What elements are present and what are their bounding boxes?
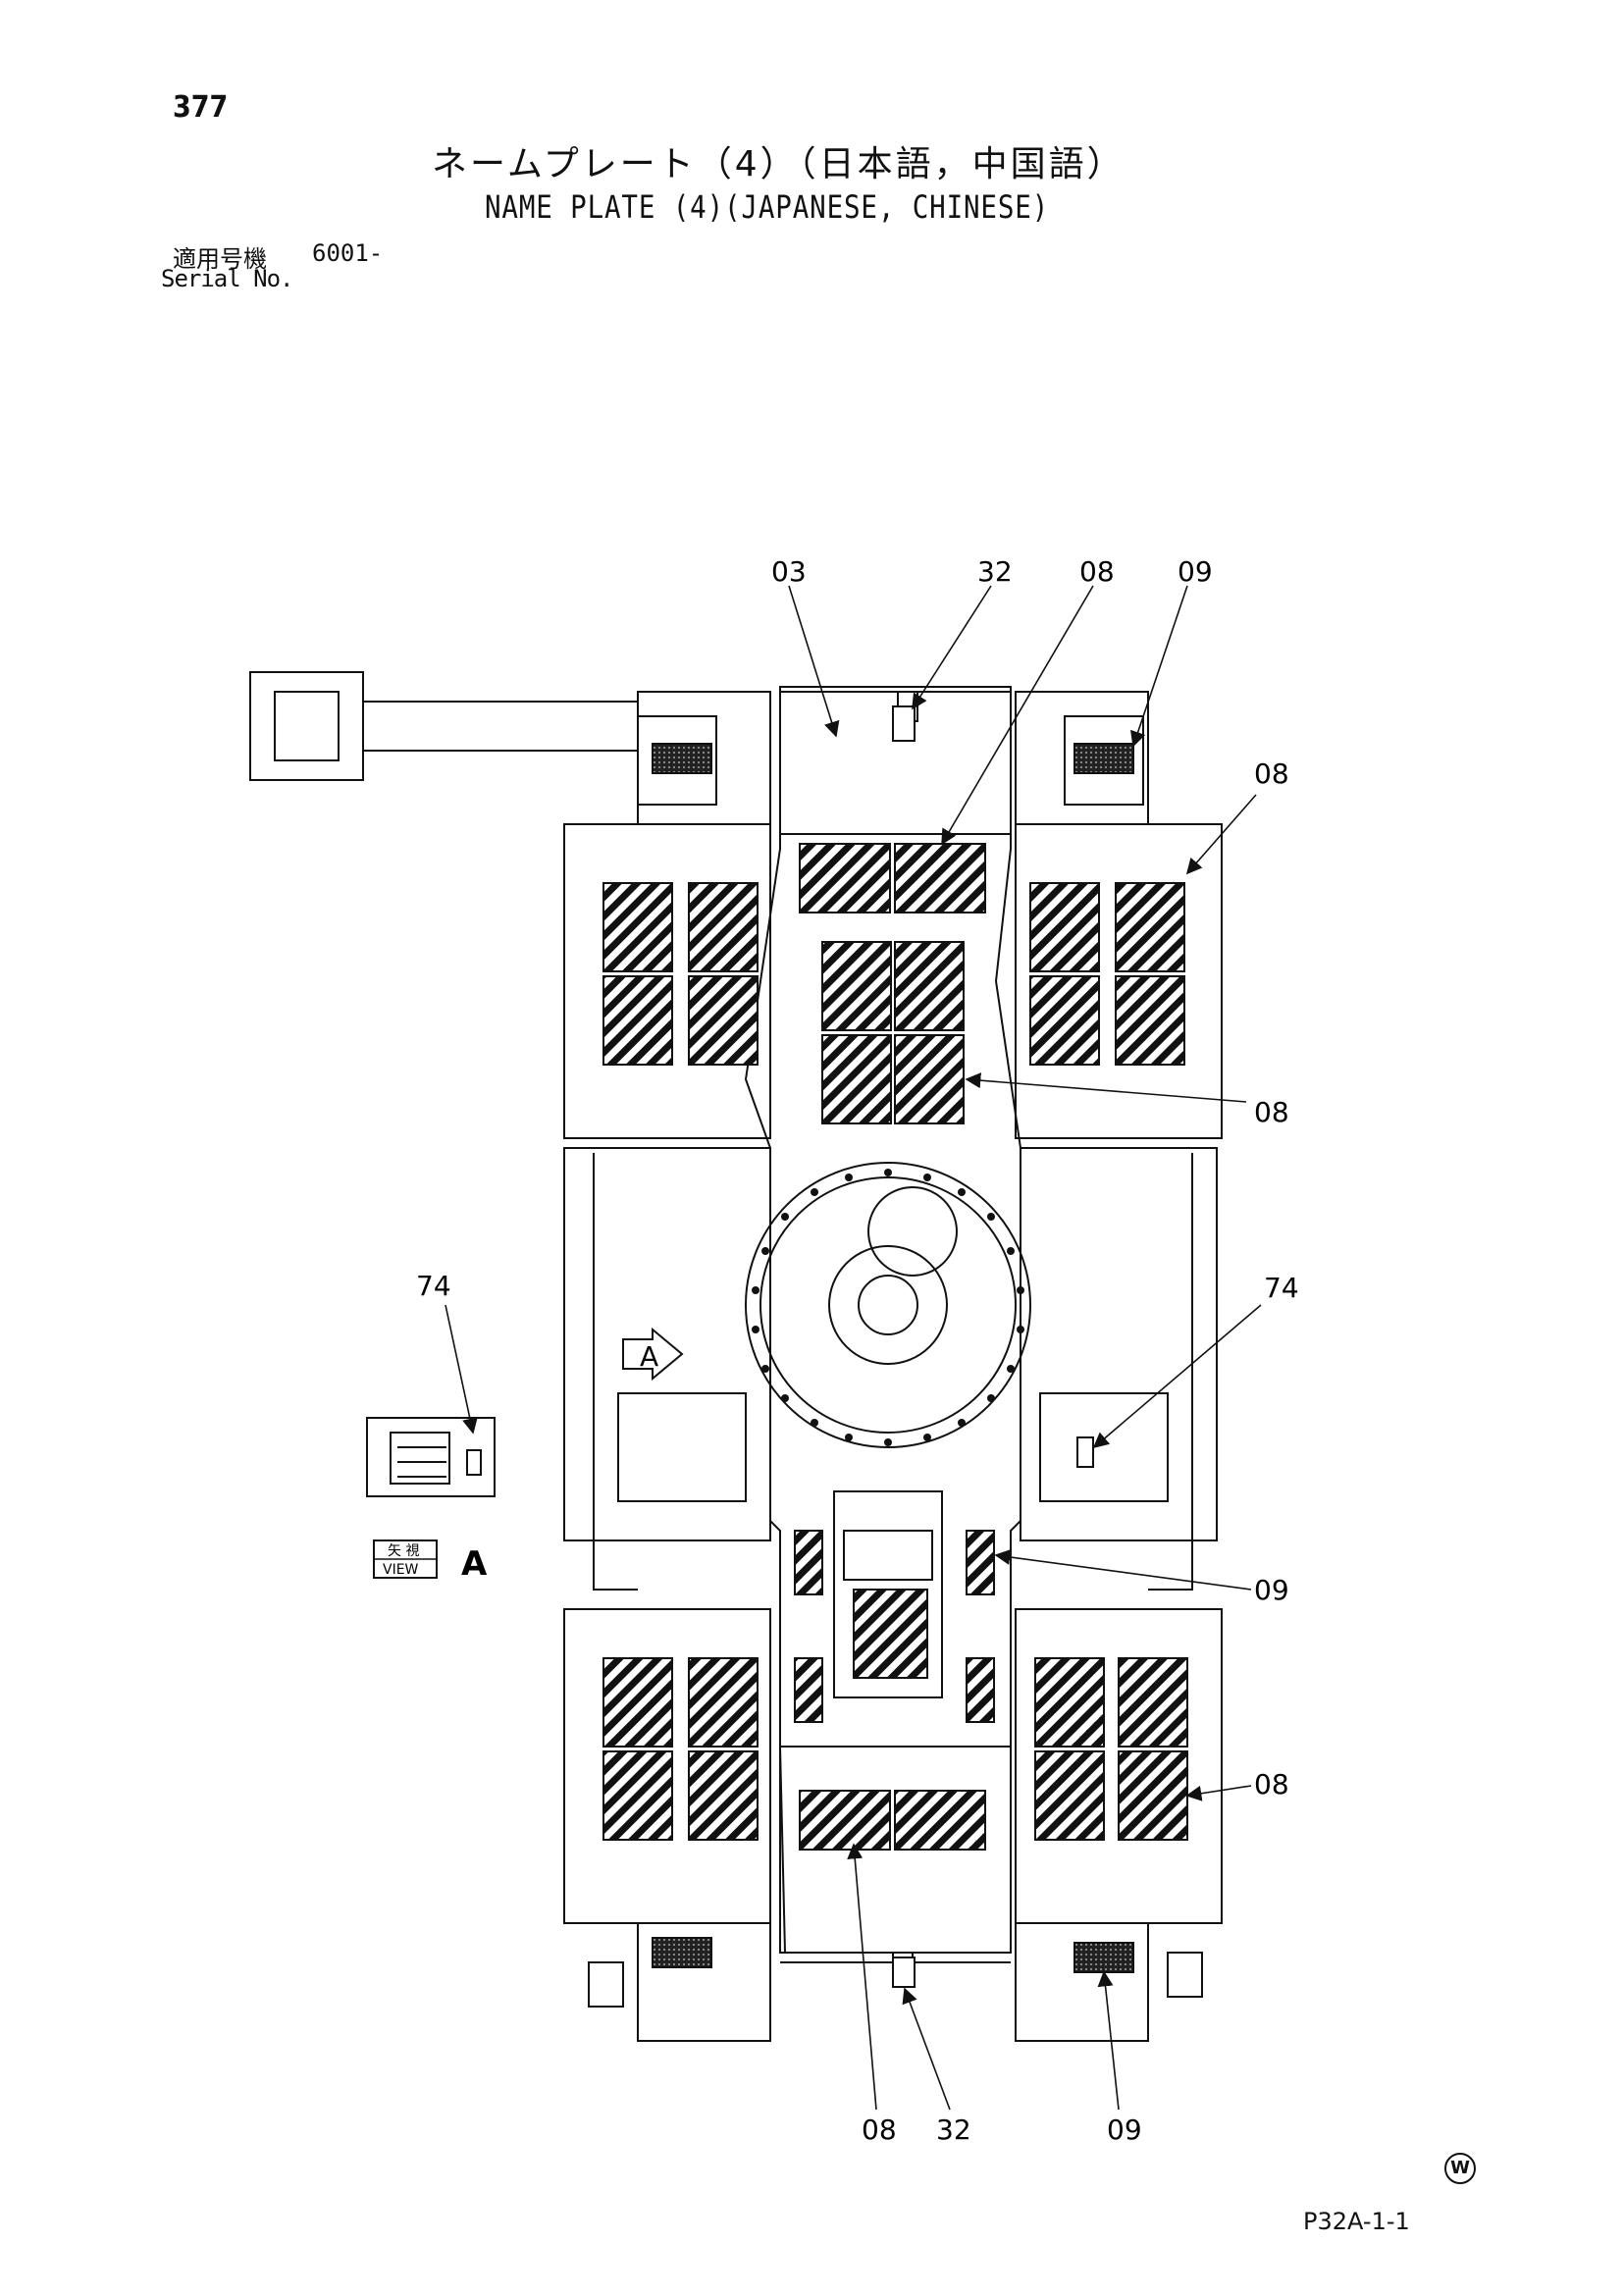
callout-32-bottom: 32 [936,2113,971,2146]
leader-lines [445,585,1262,2111]
corner-w-mark: W [1444,2153,1476,2184]
callout-32-top: 32 [977,555,1013,588]
page-number: 377 [173,90,229,125]
callout-labels: 03 32 08 09 08 08 74 74 09 08 08 32 09 [416,555,1299,2146]
callout-08-top: 08 [1079,555,1115,588]
callout-08-right-1: 08 [1254,757,1289,790]
view-a-marker: A [640,1340,658,1373]
callout-08-right-3: 08 [1254,1768,1289,1800]
bolt-holes [752,1169,1024,1446]
name-plates-small [892,705,1094,1988]
callout-74-right: 74 [1264,1272,1299,1304]
callout-08-bottom: 08 [862,2113,897,2146]
serial-label-japanese: 適用号機 [173,245,267,273]
view-label-japanese: 矢 視 [388,1543,419,1559]
serial-value: 6001- [312,239,384,267]
callout-08-right-2: 08 [1254,1096,1289,1128]
view-a-label: 矢 視 VIEW A [373,1539,488,1584]
callout-09-bottom: 09 [1107,2113,1142,2146]
callout-09-top: 09 [1178,555,1213,588]
view-a-arrow: A [622,1327,684,1382]
sheet-code: P32A-1-1 [1303,2208,1410,2235]
callout-03-top: 03 [771,555,807,588]
callout-09-mid: 09 [1254,1574,1289,1606]
name-plates-hatched [602,843,1188,1851]
machine-outline [249,671,1223,2042]
callout-74-left: 74 [416,1270,451,1302]
serial-label-english: Serial No. [161,265,293,292]
view-label-english: VIEW [383,1562,419,1578]
view-label-letter: A [461,1544,488,1584]
title-japanese: ネームプレート（4）（日本語，中国語） [432,144,1126,184]
name-plates-dark [652,743,1134,1973]
view-a-inset [366,1417,496,1497]
title-english: NAME PLATE (4)(JAPANESE, CHINESE) [485,188,1050,226]
